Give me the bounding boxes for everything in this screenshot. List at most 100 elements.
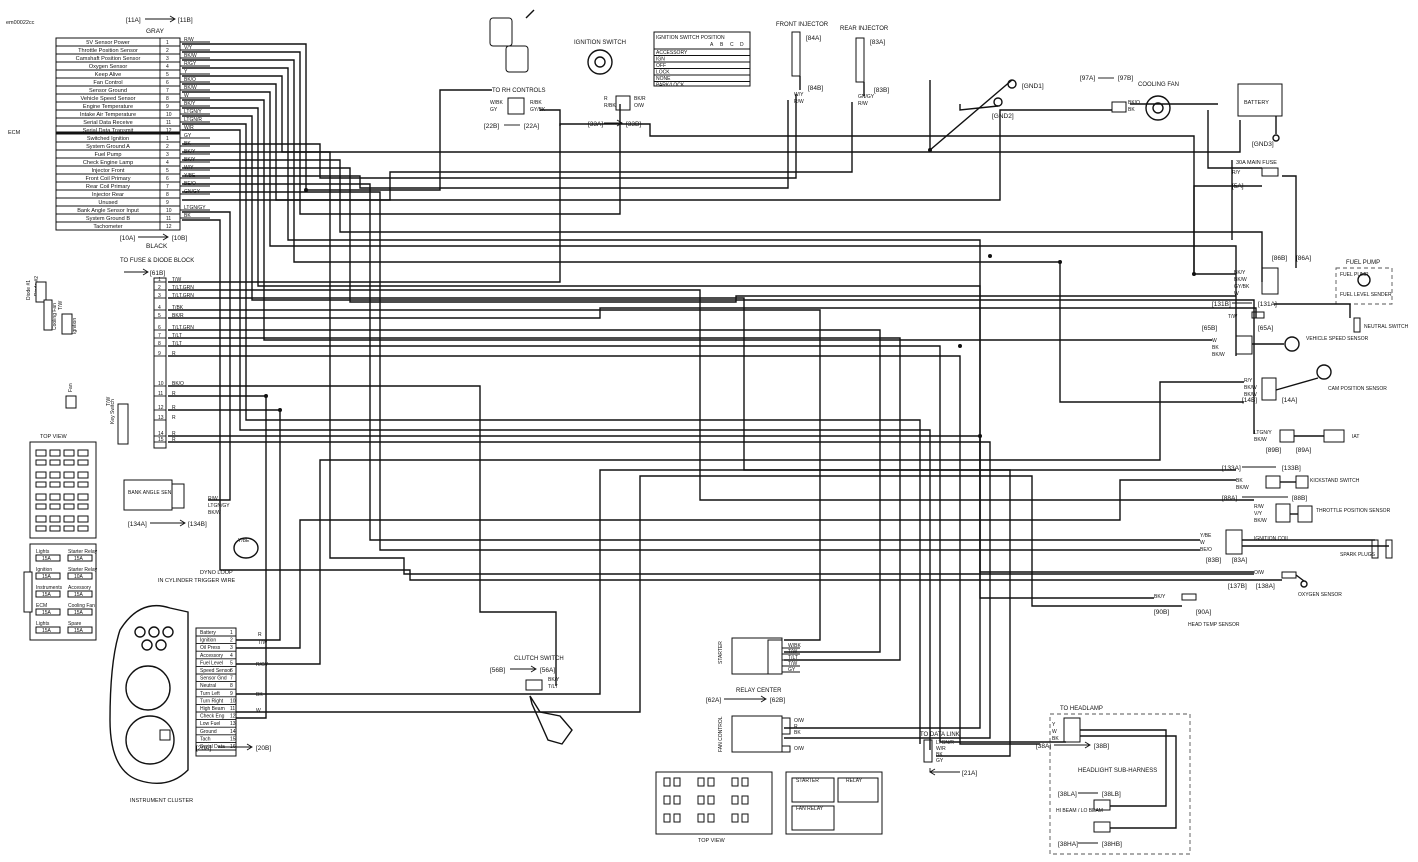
ecm-black-pin-number: 4 [166,160,169,166]
cooling-fan: COOLING FAN [97A] [97B] BK/O BK [1080,75,1179,121]
fuse-slot-lower [63,503,75,510]
dyno-loop: Y/BE DYNO LOOP IN CYLINDER TRIGGER WIRE [158,537,259,584]
ecm-black-pin-number: 7 [166,184,169,190]
relay-top-wire: T/LT [788,655,798,661]
relay-slot [731,813,739,823]
rear-injector: REAR INJECTOR [83A] [83B] GN/GY R/W [840,26,889,107]
o2-mate: [138A] [1256,583,1275,590]
dyno-loop-sublabel: IN CYLINDER TRIGGER WIRE [158,578,236,584]
relay-slot [731,777,739,787]
fuel-pump-label: FUEL PUMP [1346,260,1380,266]
fuse-name: Cooling Fan [68,603,95,609]
fuse-pin-wire: T/W [172,277,181,283]
headlamp-mate: [38B] [1094,743,1109,750]
o2-wire: O/W [1254,570,1264,576]
fuse-top-view: TOP VIEW [40,434,68,440]
switch-table-row: PARK/LOCK [656,83,685,89]
ignition-switch-wire-4: O/W [634,103,644,109]
rh-controls-wire-2: GY [490,107,498,113]
fuel-pump-item-1: FUEL PUMP [1340,272,1369,278]
cluster-pin-name: Fuel Level [200,660,223,666]
ecm-black-pin-name: Injector Front [92,168,125,174]
relay-slot [663,777,671,787]
fuse-slot-lower [49,459,61,466]
ecm-gray-pin-number: 9 [166,104,169,110]
o2-connector: [137B] [1228,583,1247,590]
head-temp-connector: [90B] [1154,609,1169,616]
bank-angle-wire-1: R/W [208,496,218,502]
cps-wire-3: BK/W [1244,392,1257,398]
ecm-black-pin-name: Bank Angle Sensor Input [77,208,139,214]
ecm-gray-pin-name: Throttle Position Sensor [78,48,138,54]
fuse-pin-number: 8 [158,341,161,347]
relay-center-label: RELAY CENTER [736,688,782,694]
fuse-body [35,626,61,634]
fuse-slot [63,515,75,523]
data-link-wire-4: GY [936,758,944,764]
cluster-pin-name: Turn Left [200,691,220,697]
fuse-slot [63,471,75,479]
fuse-slot-lower [35,525,47,532]
fuse-name: ECM [36,603,47,609]
rear-injector-mate: [83B] [874,87,889,94]
fuse-slot [35,449,47,457]
coil-label: IGNITION COIL [1254,536,1290,542]
fuse-body [67,626,93,634]
relay-center-connector: [62A] [706,697,721,704]
relay-slot [707,795,715,805]
cluster-pin-name: Ignition [200,638,216,644]
cooling-fan-label: COOLING FAN [1138,82,1179,88]
fuel-pump-item-2: FUEL LEVEL SENDER [1340,292,1392,298]
fuse-slot [35,493,47,501]
ecm-gray-pin-wire: BK/Y [184,101,196,107]
dyno-loop-wire: Y/BE [238,538,250,544]
fuel-pump-wire-2: BK/W [1234,277,1247,283]
ecm-black-pin-wire: GY [184,133,192,139]
switch-table-row: OFF [656,63,666,69]
tps-wire-1: R/W [1254,504,1264,510]
fuse-side-label: Diode #1 [26,280,32,300]
fuse-side-label: T/W [106,397,112,406]
bank-angle-label: BANK ANGLE SENSOR [128,490,183,496]
switch-table-row: NONE [656,76,671,82]
cluster-pin-name: High Beam [200,706,225,712]
fuse-amp: 15A [42,574,52,580]
relay-top-view: TOP VIEW [698,838,726,844]
rh-controls-label: TO RH CONTROLS [492,88,546,94]
ecm-black-pin-name: Unused [98,200,117,206]
relay-top-wire: GY [788,667,796,673]
battery: BATTERY [GND3] [1237,83,1283,148]
tps-mate: [88B] [1292,495,1307,502]
fuel-pump-wire-3: GY/BK [1234,284,1250,290]
rh-controls-connector: [22B] [484,123,499,130]
relay-slot [697,777,705,787]
cluster-pin-number: 7 [230,676,233,682]
neutral-switch-connector: [131B] [1212,301,1231,308]
ignition-switch-wire-1: R [604,96,608,102]
cluster-pin-number: 1 [230,630,233,636]
vss-wire-1: W [1212,338,1217,344]
data-link-connector: [21A] [962,770,977,777]
rh-controls-wire-1: W/BK [490,100,503,106]
ecm-gray-mate: [11B] [178,17,193,24]
cluster-pin-number: 12 [230,714,236,720]
cluster-pin-number: 6 [230,668,233,674]
clutch-wire-2: T/LT [548,684,558,690]
bank-angle-mate: [134B] [188,521,207,528]
fuse-pin-number: 6 [158,325,161,331]
fuse-slot [77,449,89,457]
cluster-wire-5: W [256,708,261,714]
cluster-pin-number: 9 [230,691,233,697]
fuse-body [67,572,93,580]
front-injector-mate: [84B] [808,85,823,92]
fuse-pin-number: 12 [158,405,164,411]
fuse-body [35,554,61,562]
o2-label: OXYGEN SENSOR [1298,592,1342,598]
fuse-pin-number: 10 [158,381,164,387]
vss-label: VEHICLE SPEED SENSOR [1306,336,1369,342]
ecm-black-pin-number: 11 [166,216,171,222]
ecm-black-pin-number: 10 [166,208,172,214]
fuse-name: Starter Relay [68,567,98,573]
